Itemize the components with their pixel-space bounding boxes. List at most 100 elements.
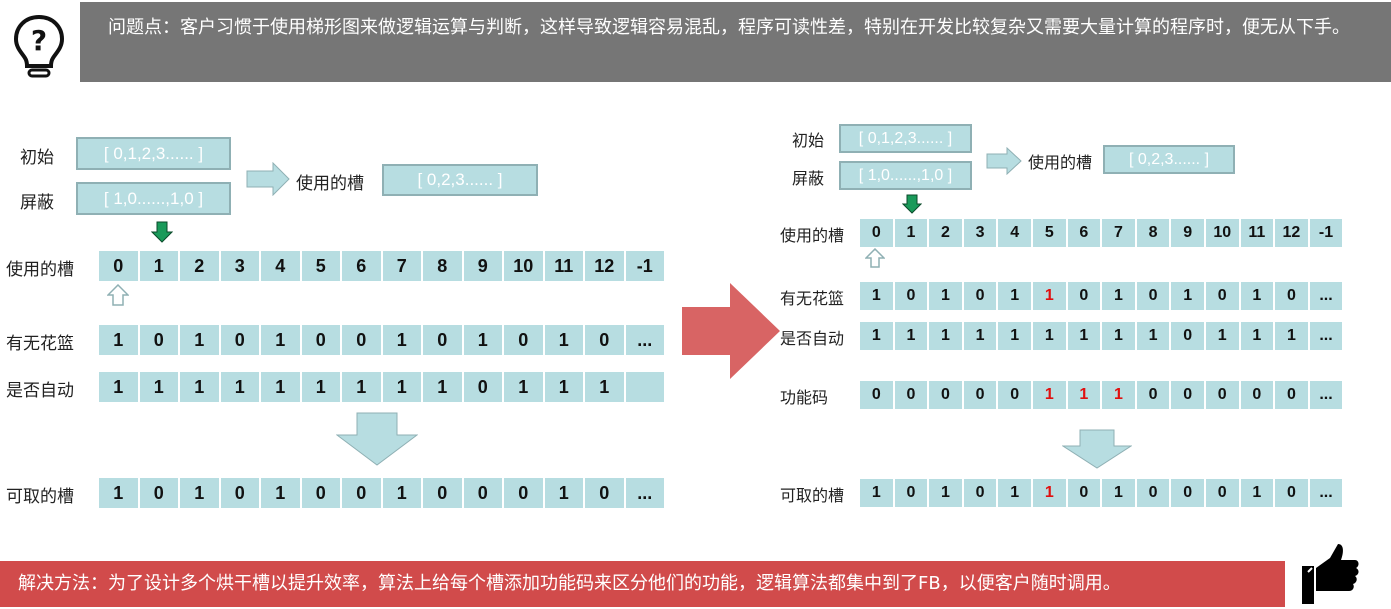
- slot-cell: 9: [463, 251, 504, 281]
- slot-cell: 0: [963, 282, 999, 310]
- slot-cell: 0: [139, 478, 180, 508]
- slot-cell: 1: [1067, 381, 1103, 409]
- left-row-label: 可取的槽: [6, 487, 74, 507]
- slot-cell: 10: [1205, 219, 1241, 247]
- right-row-label: 是否自动: [780, 329, 845, 348]
- right-mask-label: 屏蔽: [792, 169, 825, 188]
- slot-cell: 1: [1205, 322, 1241, 350]
- slot-cell: 1: [261, 478, 302, 508]
- slot-cell: 0: [894, 381, 930, 409]
- slot-cell: 1: [180, 478, 221, 508]
- left-used-box: [ 0,2,3...... ]: [382, 164, 538, 196]
- slot-cell: 1: [894, 219, 930, 247]
- slot-cell: 1: [261, 325, 302, 355]
- right-init-box: [ 0,1,2,3...... ]: [839, 124, 972, 153]
- slot-cell: 0: [894, 282, 930, 310]
- slot-cell: 0: [1171, 479, 1206, 507]
- slot-cell: 0: [894, 479, 930, 507]
- slot-cell: 2: [929, 219, 964, 247]
- slot-cell: 1: [929, 282, 964, 310]
- slot-cell: 0: [585, 325, 626, 355]
- slot-cell: 1: [998, 282, 1033, 310]
- slot-cell: 0: [423, 478, 464, 508]
- left-init-label: 初始: [20, 148, 54, 168]
- down-arrow-icon: [336, 412, 418, 466]
- slot-cell: 1: [544, 325, 585, 355]
- slot-cell: 1: [1240, 322, 1276, 350]
- slot-cell: 1: [860, 322, 895, 350]
- lightbulb-question-icon: ?: [13, 14, 65, 78]
- slot-cell: 12: [585, 251, 626, 281]
- up-arrow-icon: [865, 248, 885, 268]
- slot-cell: 1: [1171, 282, 1206, 310]
- slot-cell: 0: [220, 478, 261, 508]
- slot-cell: 0: [1136, 282, 1172, 310]
- slot-cell: 1: [1032, 282, 1068, 310]
- slot-cell: 0: [463, 478, 504, 508]
- right-row-label: 使用的槽: [780, 226, 845, 245]
- slot-cell: 6: [342, 251, 383, 281]
- slot-cell: 1: [929, 479, 964, 507]
- slot-cell: 1: [180, 325, 221, 355]
- right-init-label: 初始: [792, 131, 825, 150]
- slot-cell: 1: [382, 325, 423, 355]
- slot-cell: 0: [1067, 479, 1103, 507]
- left-used-label: 使用的槽: [296, 174, 364, 194]
- slot-cell: 1: [1102, 282, 1137, 310]
- slot-cell: 4: [998, 219, 1033, 247]
- slot-cell: ...: [625, 325, 666, 355]
- slot-cell: 0: [929, 381, 964, 409]
- thumbs-up-icon: [1302, 544, 1359, 604]
- slot-cell: 0: [1275, 282, 1310, 310]
- left-mask-label: 屏蔽: [20, 193, 54, 213]
- right-arrow-icon: [986, 147, 1022, 175]
- left-row-label: 使用的槽: [6, 260, 74, 280]
- slot-cell: 0: [220, 325, 261, 355]
- slot-cell: ...: [625, 478, 666, 508]
- slot-cell: 3: [220, 251, 261, 281]
- slot-cell: 1: [1240, 282, 1276, 310]
- slot-cell: ...: [1309, 381, 1345, 409]
- slot-cell: 0: [99, 251, 140, 281]
- slot-cell: 1: [1102, 322, 1137, 350]
- slot-cell: 0: [860, 381, 895, 409]
- left-init-box: [ 0,1,2,3...... ]: [76, 137, 231, 170]
- slot-cell: -1: [625, 251, 666, 281]
- slot-cell: 1: [180, 372, 221, 402]
- slot-cell: 8: [423, 251, 464, 281]
- slot-cell: 1: [1102, 381, 1137, 409]
- slot-cell: 1: [860, 479, 895, 507]
- slot-cell: 0: [301, 325, 342, 355]
- slot-cell: 1: [382, 372, 423, 402]
- slot-cell: 8: [1136, 219, 1172, 247]
- svg-text:?: ?: [31, 24, 47, 57]
- slot-cell: 1: [998, 479, 1033, 507]
- up-arrow-icon: [107, 284, 129, 306]
- slot-cell: 1: [1032, 479, 1068, 507]
- green-down-arrow-icon: [902, 194, 922, 214]
- slot-cell: 5: [301, 251, 342, 281]
- slot-cell: 1: [423, 372, 464, 402]
- slot-cell: 1: [99, 478, 140, 508]
- slot-cell: 0: [1275, 381, 1310, 409]
- slot-cell: 0: [342, 478, 383, 508]
- slot-cell: 1: [1136, 322, 1172, 350]
- slot-cell: 1: [139, 251, 180, 281]
- right-mask-box: [ 1,0......,1,0 ]: [839, 161, 972, 190]
- green-down-arrow-icon: [151, 221, 173, 243]
- slot-cell: 6: [1067, 219, 1103, 247]
- left-row-label: 是否自动: [6, 381, 74, 401]
- slot-cell: 1: [544, 372, 585, 402]
- solution-banner: 解决方法：为了设计多个烘干槽以提升效率，算法上给每个槽添加功能码来区分他们的功能…: [0, 561, 1285, 607]
- slot-cell: 0: [963, 479, 999, 507]
- slot-cell: 1: [894, 322, 930, 350]
- right-used-label: 使用的槽: [1028, 153, 1093, 172]
- slot-cell: 1: [963, 322, 999, 350]
